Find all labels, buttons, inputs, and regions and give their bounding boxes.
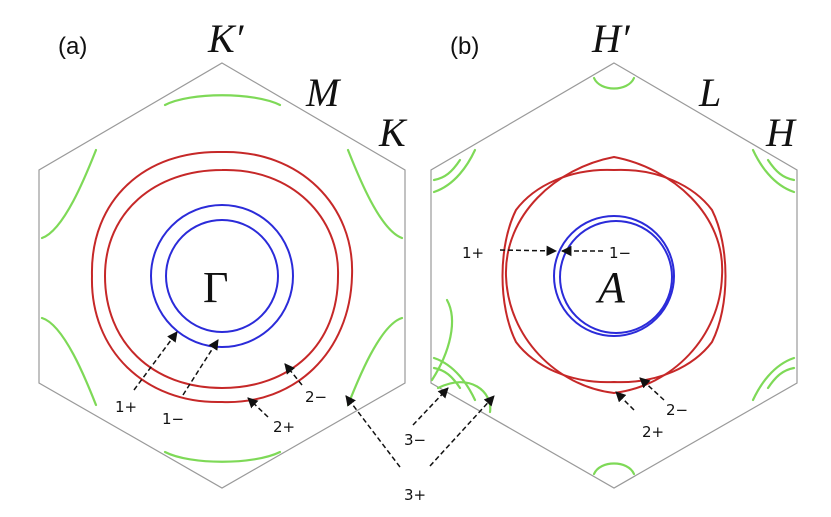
annotation-1minus-b: 1−: [609, 244, 631, 262]
annotation-2minus-b: 2−: [666, 401, 688, 419]
band1-contours-b: [553, 215, 675, 337]
band2-contours-a: [90, 150, 354, 404]
annotation-2minus-a: 2−: [305, 388, 327, 406]
kpoint-top-a: K′: [207, 16, 245, 61]
brillouin-zone-a: [38, 62, 406, 489]
annotation-1plus-b: 1+: [462, 244, 484, 262]
kpoint-top-b: H′: [591, 16, 631, 61]
arrows-a: [133, 331, 303, 418]
annotation-1plus-a: 1+: [115, 398, 137, 416]
panel-label-a: (a): [58, 33, 87, 60]
annotation-2plus-b: 2+: [642, 423, 664, 441]
annotation-1minus-a: 1−: [162, 410, 184, 428]
center-label-a: Γ: [203, 263, 228, 312]
annotation-3plus: 3+: [404, 486, 426, 504]
panel-b: (b) H′ L H A 1+ 1− 2− 2+ 3−: [345, 16, 798, 489]
annotation-2plus-a: 2+: [273, 418, 295, 436]
band3-pockets-b: [430, 76, 796, 476]
panel-label-b: (b): [450, 33, 479, 60]
brillouin-zone-b: [430, 62, 798, 489]
kpoint-top-right-a: M: [305, 70, 342, 115]
kpoint-right-a: K: [378, 110, 408, 155]
center-label-b: A: [595, 263, 626, 312]
kpoint-top-right-b: L: [698, 70, 721, 115]
band1-contours-a: [150, 204, 294, 348]
arrows-b: [345, 245, 665, 468]
band2-contours-b: [501, 155, 727, 395]
kpoint-right-b: H: [765, 110, 797, 155]
panel-a: (a) K′ M K Γ 1+ 1− 2− 2+: [38, 16, 408, 489]
annotation-3minus-b: 3−: [404, 431, 426, 449]
